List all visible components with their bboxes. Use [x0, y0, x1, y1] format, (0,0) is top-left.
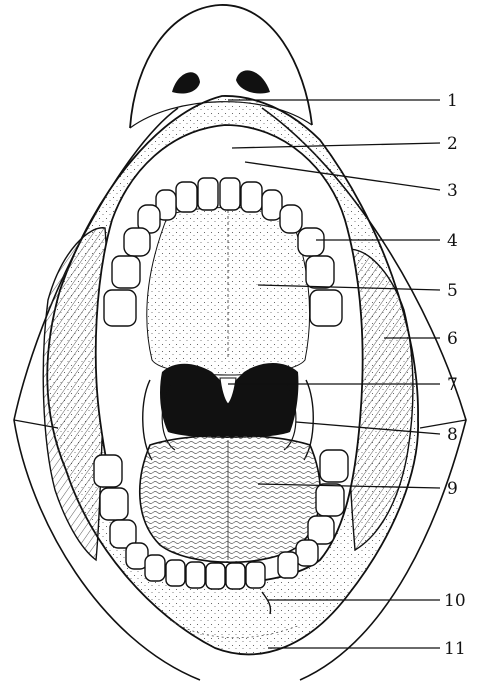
lower-tooth: [320, 450, 348, 482]
upper-tooth: [104, 290, 136, 326]
left-nostril: [172, 72, 200, 93]
upper-tooth: [298, 228, 324, 256]
lower-tooth: [296, 540, 318, 566]
lower-tooth: [100, 488, 128, 520]
lower-tooth: [316, 484, 344, 516]
upper-tooth: [198, 178, 218, 210]
callout-number: 3: [447, 181, 458, 201]
lower-tooth: [166, 560, 185, 586]
callout-number: 8: [447, 425, 458, 445]
callout-number: 9: [447, 479, 458, 499]
right-nostril: [236, 70, 270, 93]
upper-tooth: [220, 178, 240, 210]
lower-tooth: [206, 563, 225, 589]
callout-number: 5: [447, 281, 458, 301]
upper-tooth: [112, 256, 140, 288]
lower-tooth: [226, 563, 245, 589]
callout-number: 6: [447, 329, 458, 349]
callout-number: 4: [447, 231, 458, 251]
callout-labels: 1 2 3 4 5 6 7 8 9 10 11: [444, 91, 466, 659]
lower-tooth: [246, 562, 265, 588]
tongue: [140, 435, 320, 562]
upper-tooth: [280, 205, 302, 233]
upper-tooth: [262, 190, 282, 220]
callout-number: 2: [447, 134, 458, 154]
lower-tooth: [145, 555, 165, 581]
callout-number: 10: [444, 591, 466, 611]
lower-tooth: [94, 455, 122, 487]
upper-tooth: [124, 228, 150, 256]
lower-tooth: [278, 552, 298, 578]
callout-number: 11: [444, 639, 466, 659]
callout-number: 1: [447, 91, 458, 111]
lower-tooth: [186, 562, 205, 588]
upper-tooth: [306, 256, 334, 288]
upper-tooth: [241, 182, 262, 212]
upper-tooth: [176, 182, 197, 212]
upper-tooth: [310, 290, 342, 326]
callout-number: 7: [447, 375, 458, 395]
